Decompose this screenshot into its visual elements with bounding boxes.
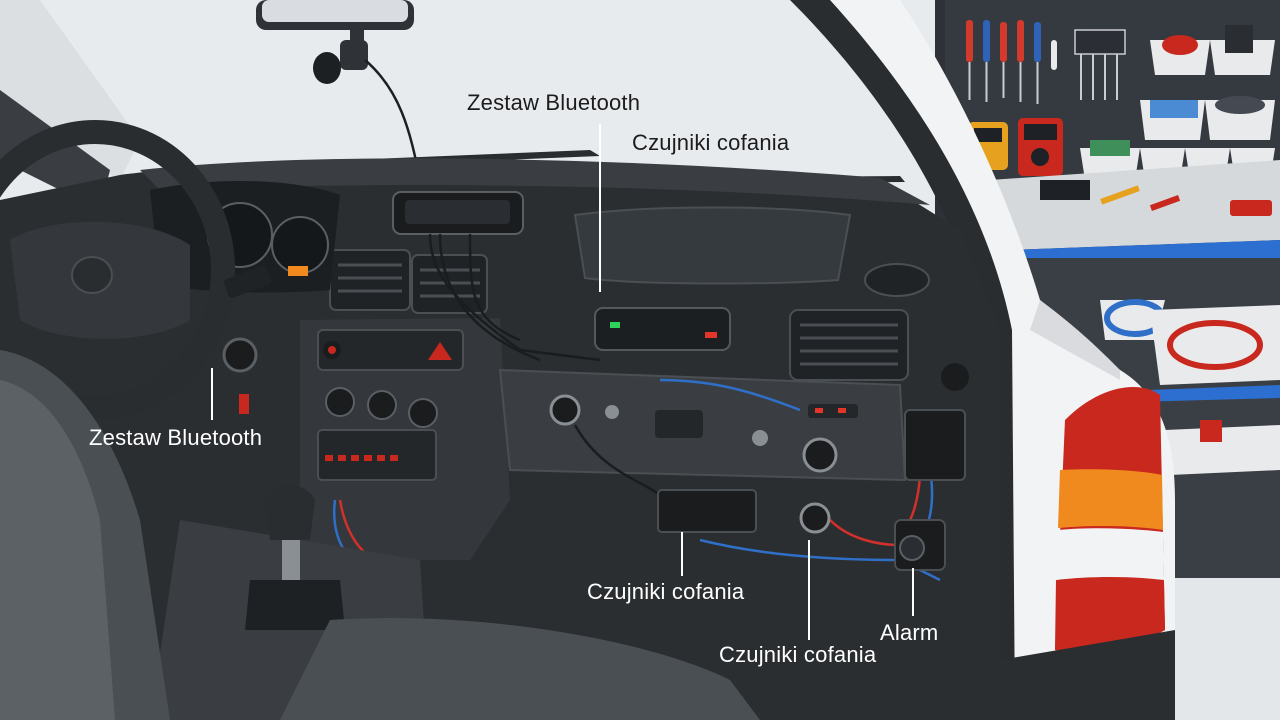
rear-view-mirror <box>256 0 427 201</box>
steering-wheel <box>0 120 271 420</box>
leader-line-alarm <box>912 568 914 616</box>
leader-line-sensors-bottom <box>808 540 810 640</box>
label-parking-sensors-bottom: Czujniki cofania <box>719 642 877 667</box>
label-alarm: Alarm <box>880 620 939 645</box>
leader-line-bluetooth-top <box>599 124 601 292</box>
gear-shifter-and-seats <box>0 350 760 720</box>
dashboard <box>0 158 1000 720</box>
label-bluetooth-left: Zestaw Bluetooth <box>89 425 263 450</box>
label-parking-sensors-top: Czujniki cofania <box>632 130 790 155</box>
label-parking-sensors-middle: Czujniki cofania <box>587 579 745 604</box>
leader-line-sensors-middle <box>681 532 683 576</box>
label-bluetooth-top: Zestaw Bluetooth <box>467 90 641 115</box>
leader-line-bluetooth-left <box>211 368 213 420</box>
